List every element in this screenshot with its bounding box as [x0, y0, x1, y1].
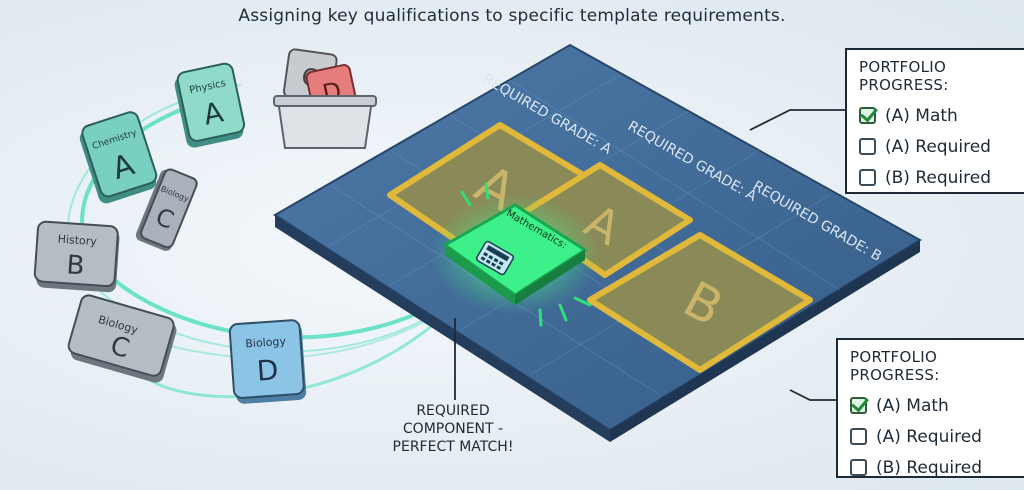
progress-item-math[interactable]: (A) Math: [859, 100, 1024, 131]
progress-item-label: (A) Required: [885, 136, 991, 157]
glow-rays: [460, 182, 592, 327]
card-biology-d-subject: Biology: [245, 335, 287, 351]
card-chemistry[interactable]: Chemistry A: [76, 110, 160, 205]
card-physics[interactable]: Physics A: [172, 62, 246, 149]
discard-bin[interactable]: C D: [273, 48, 377, 149]
card-biology-c-2[interactable]: Biology C: [65, 294, 179, 385]
progress-item-b-required[interactable]: (B) Required: [859, 162, 1024, 193]
checkbox-empty-icon[interactable]: [850, 459, 867, 476]
portfolio-progress-heading: PORTFOLIO PROGRESS:: [859, 58, 949, 94]
portfolio-progress-panel-top: PORTFOLIO PROGRESS: (A) Math (A) Require…: [845, 48, 1024, 194]
math-card[interactable]: Mathematics:: [430, 182, 600, 327]
portfolio-progress-panel-bottom: PORTFOLIO PROGRESS: (A) Math (A) Require…: [836, 338, 1024, 478]
card-history[interactable]: History B: [33, 220, 120, 293]
checkbox-empty-icon[interactable]: [850, 428, 867, 445]
checkbox-empty-icon[interactable]: [859, 138, 876, 155]
card-history-subject: History: [57, 233, 97, 249]
card-biology-c-1[interactable]: Biology C: [134, 166, 198, 253]
progress-item-label: (B) Required: [885, 167, 991, 188]
card-biology-d-grade: D: [256, 353, 280, 387]
checkbox-checked-icon[interactable]: [850, 397, 867, 414]
progress-item-label: (A) Math: [876, 395, 949, 416]
progress-item-b-required[interactable]: (B) Required: [850, 452, 1024, 483]
callout-line-3: PERFECT MATCH!: [392, 439, 514, 455]
progress-item-label: (A) Required: [876, 426, 982, 447]
progress-item-math[interactable]: (A) Math: [850, 390, 1024, 421]
calculator-icon: [475, 240, 515, 276]
progress-item-label: (A) Math: [885, 105, 958, 126]
leader-lines: [454, 109, 845, 401]
callout-line-1: REQUIRED: [416, 403, 490, 419]
progress-item-label: (B) Required: [876, 457, 982, 478]
progress-item-a-required[interactable]: (A) Required: [850, 421, 1024, 452]
portfolio-progress-heading: PORTFOLIO PROGRESS:: [850, 348, 940, 384]
progress-item-a-required[interactable]: (A) Required: [859, 131, 1024, 162]
perfect-match-callout: REQUIRED COMPONENT - PERFECT MATCH!: [368, 402, 538, 456]
page-title: Assigning key qualifications to specific…: [238, 6, 786, 26]
card-history-grade: B: [66, 250, 86, 281]
checkbox-checked-icon[interactable]: [859, 107, 876, 124]
card-biology-d[interactable]: Biology D: [228, 319, 307, 405]
callout-line-2: COMPONENT -: [402, 421, 504, 437]
checkbox-empty-icon[interactable]: [859, 169, 876, 186]
